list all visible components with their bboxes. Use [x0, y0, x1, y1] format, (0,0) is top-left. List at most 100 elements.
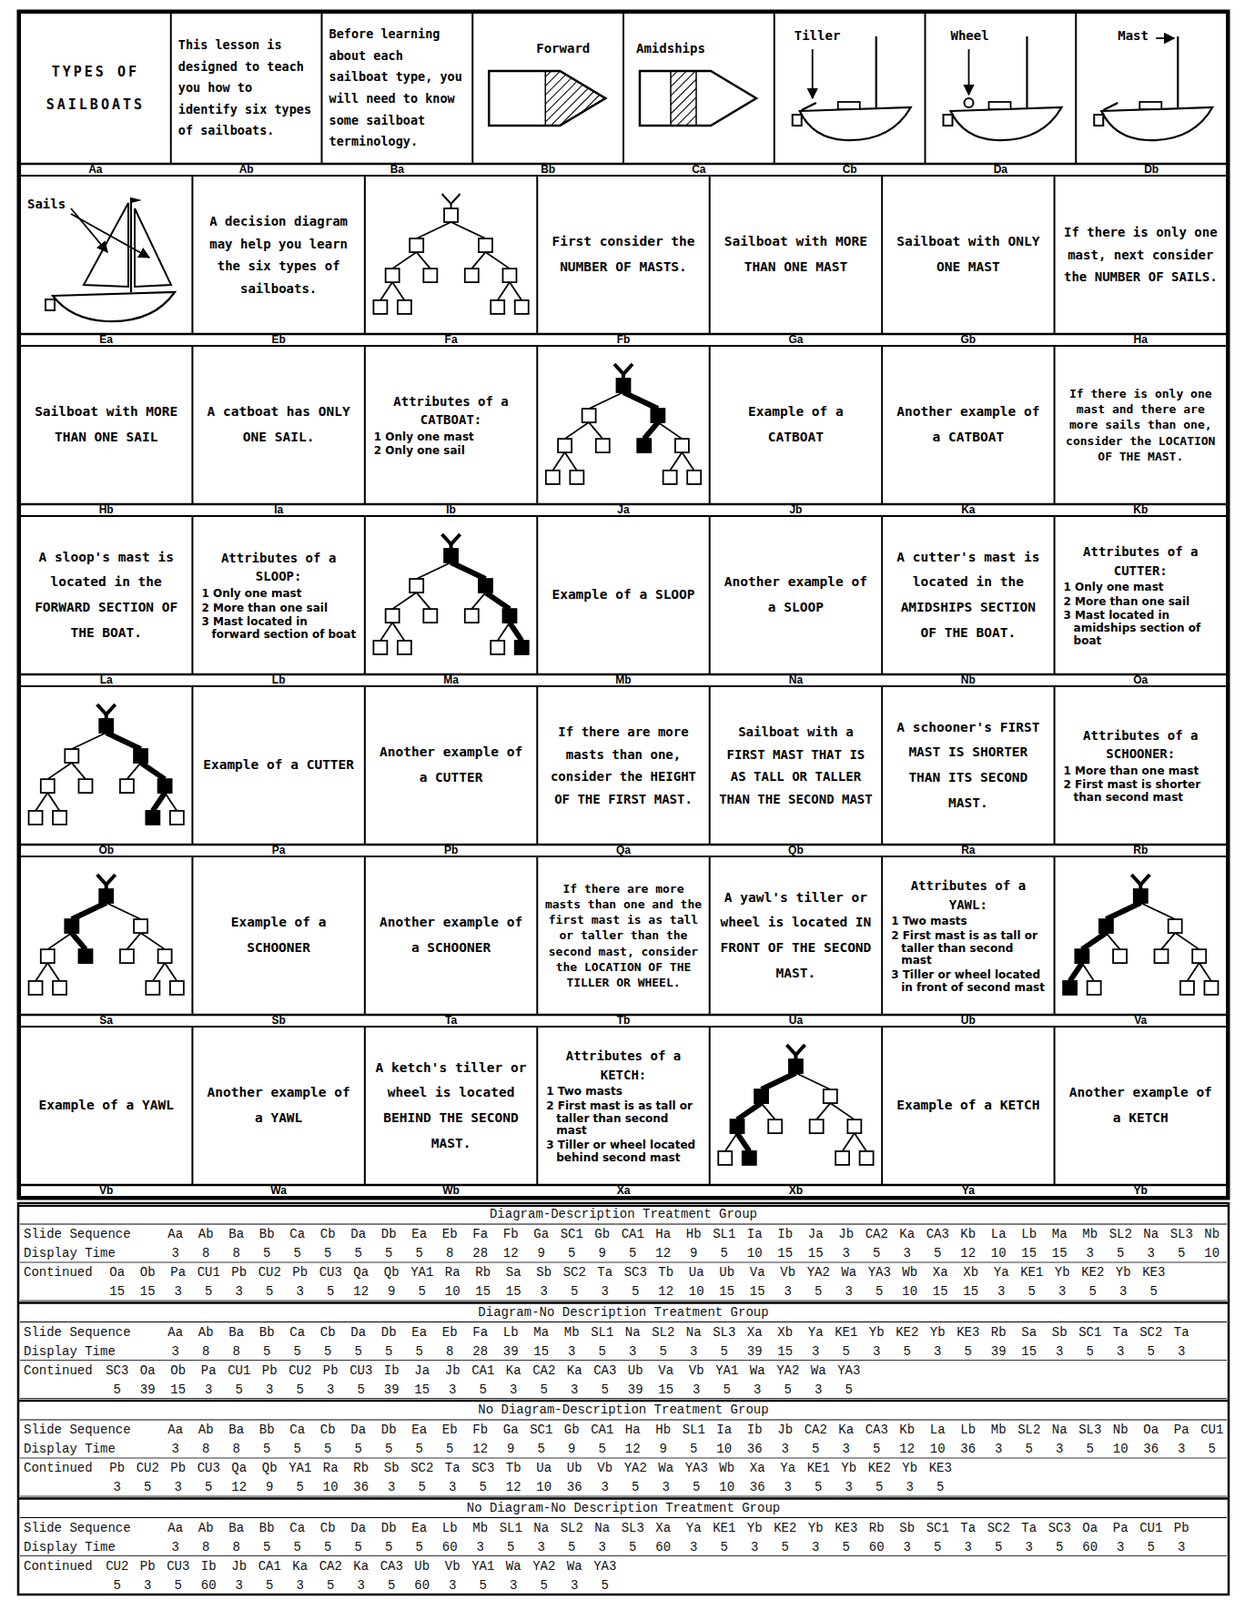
display-time: 3: [800, 1538, 832, 1558]
hull: [1101, 107, 1213, 141]
slide-code: SC2: [983, 1518, 1015, 1539]
display-time: 5: [282, 1342, 314, 1362]
display-time: 5: [467, 1380, 499, 1400]
cabin: [1139, 101, 1162, 110]
display-time: 15: [800, 1244, 832, 1264]
slide-code: SL3: [708, 1323, 740, 1343]
display-time: 3: [284, 1576, 316, 1596]
tree-box: [663, 470, 678, 485]
display-time: 3: [772, 1282, 804, 1302]
display-time: 5: [223, 1380, 255, 1400]
slide-code: Ub: [406, 1557, 438, 1577]
display-time: 15: [498, 1282, 530, 1302]
slide-code: YA1: [406, 1263, 438, 1283]
cell-divider: [708, 686, 711, 845]
slide-code: Ka: [284, 1557, 316, 1577]
tree-branch: [1082, 962, 1094, 982]
cell-divider: [773, 12, 776, 164]
tree-box: [515, 640, 529, 655]
tree-branch: [416, 592, 431, 609]
display-time: 5: [282, 1439, 314, 1459]
slide-code: Ab: [191, 1323, 223, 1343]
cabin: [989, 101, 1012, 110]
attribute-item: 1 Two masts: [889, 915, 1047, 929]
tree-box: [687, 470, 701, 485]
tiller: [1103, 102, 1118, 111]
tree-branch: [416, 222, 452, 239]
tree-box: [145, 981, 160, 995]
display-time: 28: [465, 1342, 496, 1362]
display-time: 5: [1166, 1244, 1198, 1264]
slide-code: Ba: [221, 1323, 253, 1343]
display-time: 3: [376, 1477, 408, 1498]
picture-label: Forward: [536, 40, 590, 57]
slide-code: Aa: [160, 1518, 192, 1539]
slide-code: Va: [650, 1361, 682, 1381]
slide-code: Jb: [437, 1361, 469, 1381]
display-time: 12: [617, 1439, 649, 1459]
tree-box: [444, 548, 458, 563]
slide-code: Ya: [881, 1184, 1054, 1197]
slide-code: Vb: [681, 1361, 713, 1381]
display-time: 5: [343, 1538, 375, 1558]
display-time: 36: [742, 1477, 774, 1498]
slide-code: Xb: [709, 1184, 882, 1197]
display-time: 5: [315, 1282, 347, 1302]
tree-branch: [71, 762, 86, 780]
display-time: 15: [769, 1342, 801, 1362]
slide-code: SL2: [556, 1518, 588, 1539]
row-border: [20, 175, 1227, 346]
slide-code: Na: [526, 1518, 557, 1539]
cell-divider: [1053, 686, 1056, 845]
leader-arrow: [1155, 37, 1175, 40]
picture-cell: Mast: [1079, 16, 1224, 161]
slide-code: Jb: [223, 1557, 255, 1577]
leader-arrow: [811, 49, 814, 99]
slide-code: Eb: [435, 1420, 466, 1440]
tree-box: [385, 608, 400, 623]
slide-code: YA3: [681, 1458, 713, 1478]
tree-box: [478, 578, 493, 593]
tree-path-highlight: [106, 732, 142, 750]
display-time: 9: [587, 1244, 618, 1264]
display-time: 5: [620, 1477, 652, 1498]
tree-box: [99, 889, 113, 903]
display-time: 15: [711, 1282, 743, 1302]
rudder: [1093, 114, 1104, 126]
slide-code: Cb: [313, 1518, 345, 1539]
picture-label: Tiller: [794, 27, 841, 44]
picture-label: Amidships: [636, 40, 706, 57]
display-time: 5: [620, 1282, 652, 1302]
slide-cell: Example of a CATBOAT: [713, 349, 879, 501]
slide-code: CA1: [587, 1420, 618, 1440]
display-time: 5: [345, 1380, 377, 1400]
slide-code: SL2: [1013, 1420, 1045, 1440]
tree-funnel: [786, 1044, 805, 1055]
display-time: 5: [313, 1439, 345, 1459]
slide-code: Pa: [1166, 1420, 1198, 1440]
slide-code: Ib: [739, 1420, 771, 1440]
display-time: 5: [467, 1576, 499, 1596]
slide-code: Qa: [345, 1263, 377, 1283]
slide-cell: A catboat has ONLY ONE SAIL.: [195, 349, 361, 501]
slide-code: KE2: [1077, 1263, 1109, 1283]
slide-code: KE1: [803, 1458, 835, 1478]
hull: [52, 292, 175, 322]
display-time: 12: [495, 1244, 527, 1264]
tree-branch: [71, 732, 107, 750]
display-time: 60: [1074, 1538, 1106, 1558]
display-time: 60: [647, 1538, 679, 1558]
display-time: 28: [465, 1244, 496, 1264]
display-time: 5: [374, 1244, 405, 1264]
display-time: 5: [495, 1538, 527, 1558]
cell-text: Example of a KETCH: [889, 1093, 1047, 1119]
slide-code: Ka: [830, 1420, 862, 1440]
slide-code: Bb: [252, 1420, 284, 1440]
slide-code: CU3: [162, 1557, 194, 1577]
slide-code: KE2: [891, 1323, 923, 1343]
tree-box: [133, 749, 148, 763]
slide-code: KE3: [1138, 1263, 1170, 1283]
slide-code: CA1: [617, 1224, 649, 1245]
tree-box: [569, 470, 584, 485]
leader-arrow: [70, 213, 150, 258]
